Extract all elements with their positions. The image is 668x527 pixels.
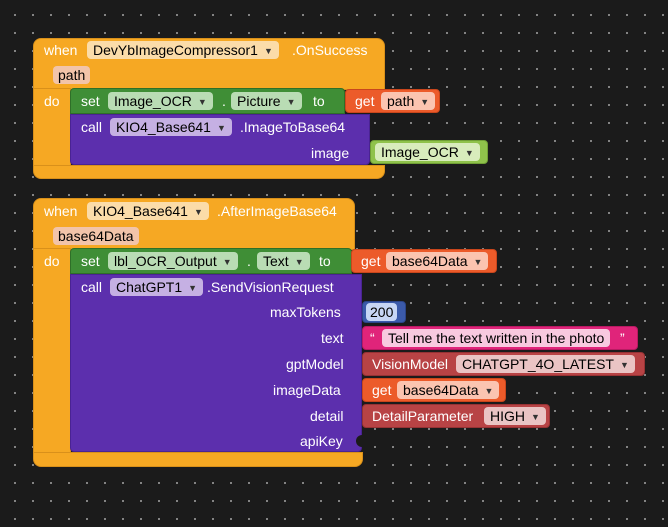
dot-separator: . (222, 93, 226, 109)
dropdown-arrow-icon: ▼ (188, 283, 198, 293)
dropdown-arrow-icon: ▼ (193, 207, 203, 217)
dropdown-arrow-icon: ▼ (294, 257, 304, 267)
call-component-dropdown[interactable]: KIO4_Base641▼ (110, 118, 232, 136)
method-name: .ImageToBase64 (240, 119, 346, 135)
event-name: .OnSuccess (292, 42, 368, 58)
set-keyword: set (81, 93, 100, 109)
call-component-dropdown[interactable]: ChatGPT1▼ (110, 278, 204, 296)
dropdown-arrow-icon: ▼ (216, 123, 226, 133)
set-component-dropdown[interactable]: Image_OCR▼ (108, 92, 213, 110)
component-dropdown[interactable]: KIO4_Base641▼ (87, 202, 209, 220)
event-param-base64data[interactable]: base64Data (53, 227, 139, 245)
arg-label-detail: detail (310, 408, 344, 424)
method-name: .SendVisionRequest (207, 279, 334, 295)
call-keyword: call (81, 279, 103, 295)
empty-socket-apikey[interactable] (356, 435, 363, 447)
dropdown-arrow-icon: ▼ (473, 257, 483, 267)
dot-separator: . (247, 253, 251, 269)
text-field[interactable]: Tell me the text written in the photo (382, 329, 611, 347)
helper-dropdown[interactable]: CHATGPT_4O_LATEST▼ (456, 355, 635, 373)
arg-label-gptmodel: gptModel (286, 356, 344, 372)
dropdown-arrow-icon: ▼ (531, 412, 540, 422)
helper-prefix: VisionModel (372, 356, 449, 372)
get-keyword: get (361, 253, 381, 269)
when-label: when (44, 203, 78, 219)
dropdown-arrow-icon: ▼ (619, 360, 629, 370)
helper-prefix: DetailParameter (372, 408, 474, 424)
get-var-dropdown[interactable]: path▼ (381, 92, 436, 110)
helper-dropdown[interactable]: HIGH▼ (484, 407, 546, 425)
do-label: do (44, 253, 60, 269)
get-var-dropdown[interactable]: base64Data▼ (386, 252, 489, 270)
set-property-dropdown[interactable]: Text▼ (257, 252, 310, 270)
dropdown-arrow-icon: ▼ (197, 97, 207, 107)
dropdown-arrow-icon: ▼ (484, 386, 494, 396)
get-var-dropdown[interactable]: base64Data▼ (397, 381, 500, 399)
get-keyword: get (355, 93, 375, 109)
event-name: .AfterImageBase64 (217, 203, 337, 219)
event-param-path[interactable]: path (53, 66, 91, 84)
arg-label-imagedata: imageData (273, 382, 341, 398)
dropdown-arrow-icon: ▼ (286, 97, 296, 107)
set-property-dropdown[interactable]: Picture▼ (231, 92, 302, 110)
close-quote: ” (620, 330, 625, 346)
dropdown-arrow-icon: ▼ (420, 97, 430, 107)
to-keyword: to (319, 253, 331, 269)
do-label: do (44, 93, 60, 109)
set-keyword: set (81, 253, 100, 269)
when-label: when (44, 42, 78, 58)
open-quote: “ (370, 330, 375, 346)
to-keyword: to (313, 93, 325, 109)
dropdown-arrow-icon: ▼ (263, 46, 273, 56)
number-field[interactable]: 200 (366, 303, 398, 321)
arg-label-maxtokens: maxTokens (270, 304, 341, 320)
dropdown-arrow-icon: ▼ (464, 148, 474, 158)
arg-label-text: text (321, 330, 344, 346)
component-dropdown[interactable]: Image_OCR▼ (375, 143, 480, 161)
component-dropdown[interactable]: DevYbImageCompressor1▼ (87, 41, 279, 59)
arg-label-image: image (311, 145, 350, 161)
call-keyword: call (81, 119, 103, 135)
dropdown-arrow-icon: ▼ (222, 257, 232, 267)
arg-label-apikey: apiKey (300, 433, 343, 449)
set-component-dropdown[interactable]: lbl_OCR_Output▼ (108, 252, 238, 270)
get-keyword: get (372, 382, 392, 398)
